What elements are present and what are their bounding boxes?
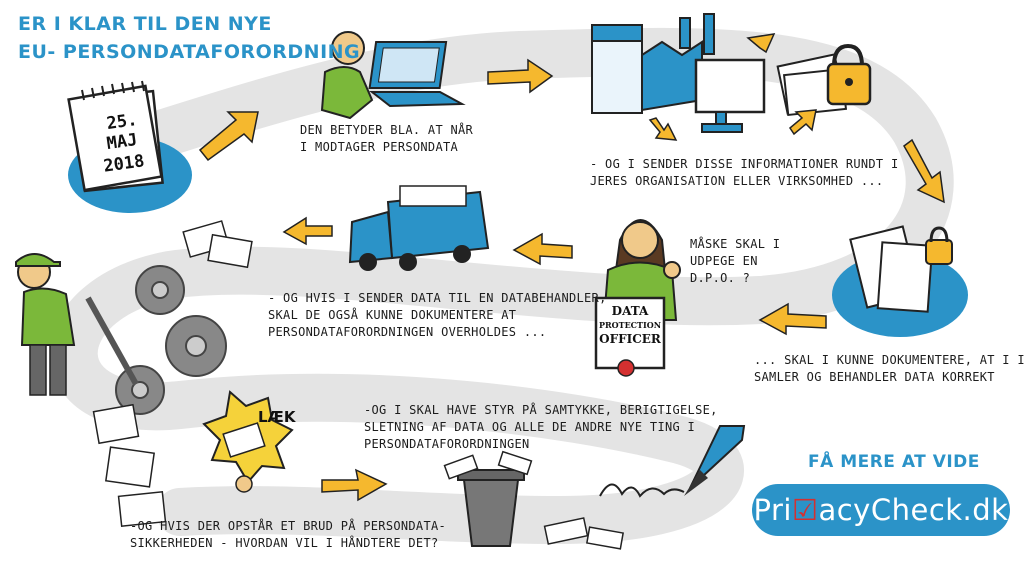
arrow-4 [746,33,776,54]
signature-icon [599,483,685,498]
factory-icon [591,13,715,114]
document-lock-icon [849,225,953,313]
step-breach-text: -OG HVIS DER OPSTÅR ET BRUD PÅ PERSONDAT… [130,519,447,550]
truck-icon [348,185,490,271]
step-processor-text: - OG HVIS I SENDER DATA TIL EN DATABEHAN… [268,291,607,339]
arrow-7 [758,302,827,336]
arrow-8 [512,232,573,266]
page-title: ER I KLAR TIL DEN NYE EU- PERSONDATAFOROR… [18,10,360,66]
fountain-pen-icon [684,425,746,496]
gears-icon [115,265,227,415]
title-line-1: ER I KLAR TIL DEN NYE [18,13,272,35]
dpo-badge-line-1: DATA [611,304,649,318]
arrow-3 [903,138,945,204]
check-mark-icon: ☑ [791,493,819,527]
arrow-1 [198,111,259,162]
calendar-icon [67,80,164,193]
dpo-badge-line-3: OFFICER [599,332,661,346]
arrow-10 [321,468,388,502]
loose-papers-icon [92,220,253,528]
computer-icon [694,58,766,133]
worker-icon [15,253,139,396]
step-receive-text: DEN BETYDER BLA. AT NÅR I MODTAGER PERSO… [300,123,474,154]
leak-label: LÆK [258,408,296,426]
step-consent-text: -OG I SKAL HAVE STYR PÅ SAMTYKKE, BERIGT… [364,403,718,451]
title-line-2: EU- PERSONDATAFORORDNING [18,41,361,63]
brand-pre: Pri [753,493,792,527]
arrow-2 [487,58,554,94]
padlock-icon [826,43,872,106]
data-leak-icon [202,390,294,493]
torn-papers-icon [543,517,624,550]
learn-more-heading: FÅ MERE AT VIDE [808,452,980,472]
arrow-9 [282,216,333,246]
arrow-6 [789,109,817,136]
dpo-question-text: MÅSKE SKAL I UDPEGE EN D.P.O. ? [690,237,781,285]
trash-can-icon [443,450,533,547]
brand-post: acyCheck.dk [818,493,1009,527]
arrow-5 [648,117,678,141]
privacycheck-logo-link[interactable]: Pri☑acyCheck.dk [752,484,1010,536]
person-laptop-icon [320,31,466,120]
dpo-woman-icon [594,219,681,377]
step-share-text: - OG I SENDER DISSE INFORMATIONER RUNDT … [590,157,899,188]
dpo-badge-line-2: PROTECTION [598,320,662,330]
flow-arrows [198,33,945,502]
step-document-text: ... SKAL I KUNNE DOKUMENTERE, AT I IND- … [754,353,1024,384]
